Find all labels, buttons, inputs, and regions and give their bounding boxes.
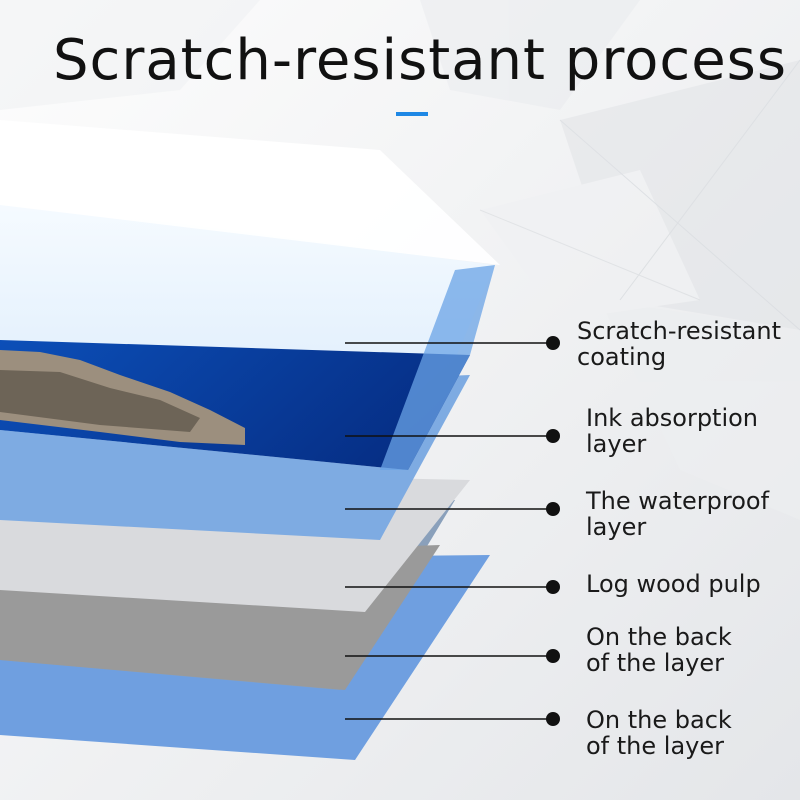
leader-dot-waterproof: [546, 502, 560, 516]
leader-dot-back-2: [546, 712, 560, 726]
label-line: layer: [586, 430, 647, 458]
label-waterproof-layer: The waterproof layer: [586, 488, 769, 540]
leader-dot-back-1: [546, 649, 560, 663]
page-title: Scratch-resistant process: [53, 28, 787, 93]
label-line: Ink absorption: [586, 404, 759, 432]
label-line: The waterproof: [586, 487, 770, 515]
title-accent-bar: [396, 112, 428, 116]
label-ink-absorption-layer: Ink absorption layer: [586, 405, 758, 457]
label-log-wood-pulp: Log wood pulp: [586, 571, 761, 597]
leader-dots: [546, 336, 560, 726]
photo-sheet-rock-shadow: [0, 370, 200, 432]
leader-lines: [345, 342, 552, 720]
leader-dot-ink: [546, 429, 560, 443]
label-line: of the layer: [586, 649, 724, 677]
label-back-layer-1: On the back of the layer: [586, 624, 732, 676]
background-geometric-pattern: [420, 0, 800, 520]
leader-dot-wood-pulp: [546, 580, 560, 594]
label-line: coating: [577, 343, 667, 371]
label-line: On the back: [586, 623, 732, 651]
leader-dot-coating: [546, 336, 560, 350]
coating-sheet: [0, 120, 500, 265]
label-line: of the layer: [586, 732, 724, 760]
label-line: layer: [586, 513, 647, 541]
photo-sheet-sea: [0, 340, 470, 470]
label-line: Log wood pulp: [586, 570, 761, 598]
label-line: On the back: [586, 706, 732, 734]
label-back-layer-2: On the back of the layer: [586, 707, 732, 759]
label-scratch-resistant-coating: Scratch-resistant coating: [577, 318, 781, 370]
photo-sheet-edge: [380, 265, 495, 470]
label-line: Scratch-resistant: [577, 317, 781, 345]
